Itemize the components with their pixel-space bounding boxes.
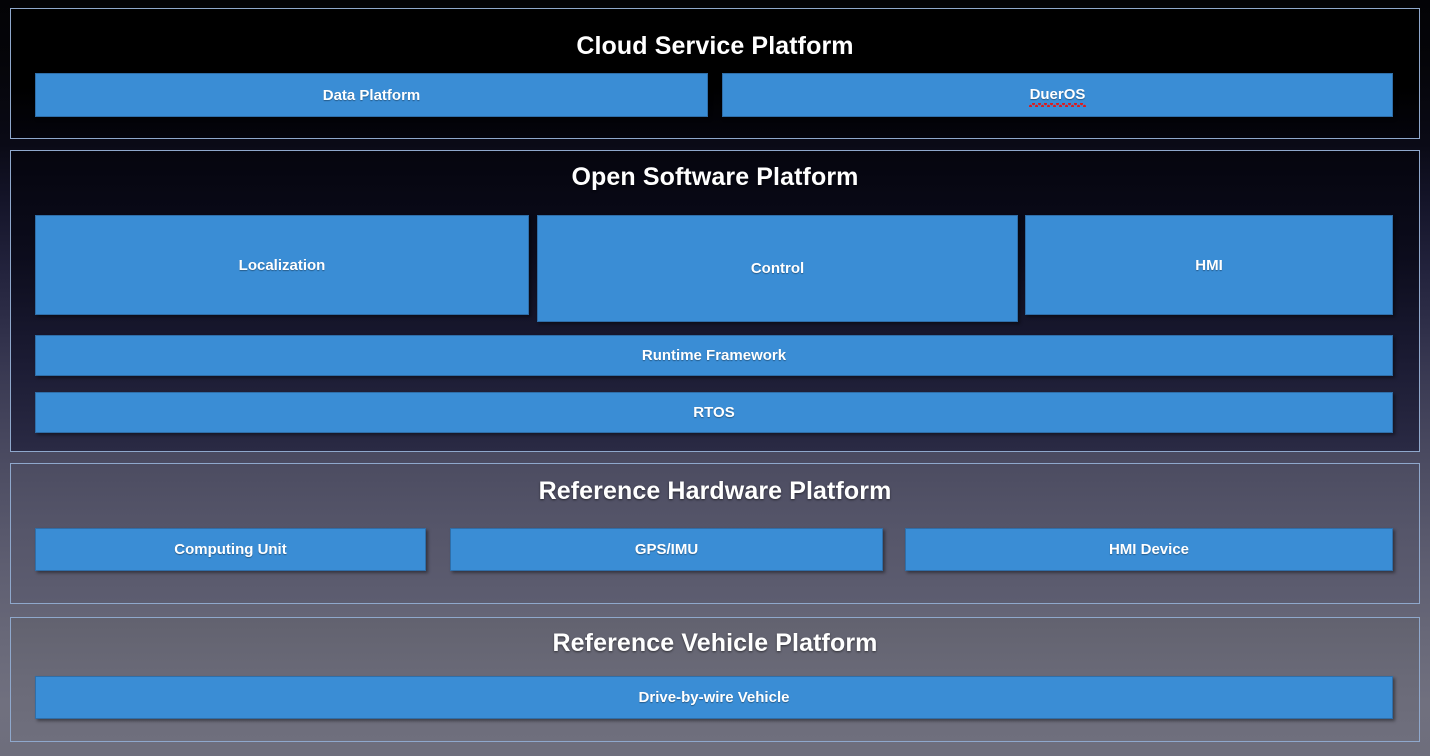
block-label-rtos: RTOS (693, 404, 735, 421)
block-label-hmi: HMI (1195, 256, 1223, 274)
layer-title-reference-vehicle-platform: Reference Vehicle Platform (552, 629, 878, 657)
block-label-hmi-device: HMI Device (1108, 541, 1190, 558)
block-hmi[interactable]: HMI (1025, 215, 1393, 315)
block-gps-imu[interactable]: GPS/IMU (450, 528, 883, 571)
block-runtime-framework[interactable]: Runtime Framework (35, 335, 1393, 376)
block-dueros[interactable]: DuerOS (722, 73, 1393, 117)
block-rtos[interactable]: RTOS (35, 392, 1393, 433)
block-drive-by-wire-vehicle[interactable]: Drive-by-wire Vehicle (35, 676, 1393, 719)
layer-title-reference-hardware-platform: Reference Hardware Platform (538, 477, 892, 505)
block-label-gps-imu: GPS/IMU (634, 541, 699, 558)
layer-reference-vehicle-platform: Reference Vehicle Platform Drive-by-wire… (10, 617, 1420, 742)
block-label-localization: Localization (238, 256, 326, 274)
block-label-data-platform: Data Platform (322, 86, 421, 104)
block-label-control: Control (750, 260, 805, 277)
layer-open-software-platform: Open Software Platform Localization Cont… (10, 150, 1420, 452)
block-localization[interactable]: Localization (35, 215, 529, 315)
layer-title-open-software-platform: Open Software Platform (571, 163, 859, 191)
block-label-dueros: DuerOS (1028, 85, 1087, 107)
layer-title-cloud-service-platform: Cloud Service Platform (576, 32, 854, 60)
block-control[interactable]: Control (537, 215, 1018, 322)
layer-reference-hardware-platform: Reference Hardware Platform Computing Un… (10, 463, 1420, 604)
layer-cloud-service-platform: Cloud Service Platform Data Platform Due… (10, 8, 1420, 139)
block-hmi-device[interactable]: HMI Device (905, 528, 1393, 571)
block-label-computing-unit: Computing Unit (174, 541, 287, 558)
block-computing-unit[interactable]: Computing Unit (35, 528, 426, 571)
block-data-platform[interactable]: Data Platform (35, 73, 708, 117)
block-label-drive-by-wire-vehicle: Drive-by-wire Vehicle (638, 689, 790, 706)
block-label-runtime-framework: Runtime Framework (641, 347, 787, 364)
